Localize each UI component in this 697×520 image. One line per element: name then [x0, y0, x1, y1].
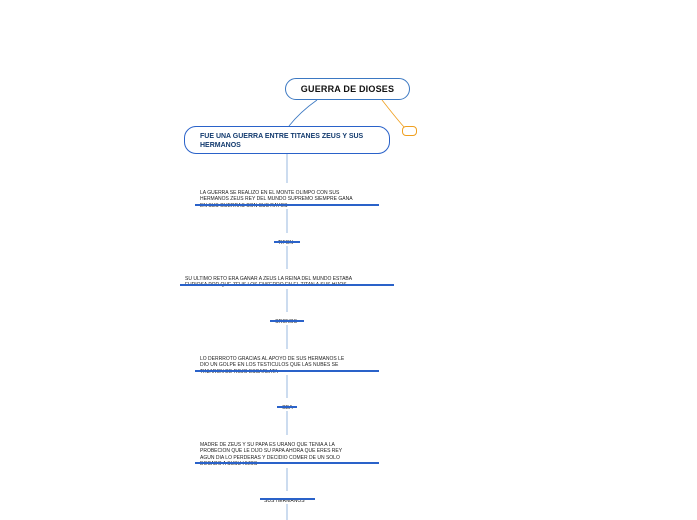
subtopic-underline [195, 462, 379, 464]
main-topic-text: FUE UNA GUERRA ENTRE TITANES ZEUS Y SUS … [200, 133, 364, 149]
subtopic-underline [260, 498, 315, 500]
subtopic-underline [270, 320, 304, 322]
subtopic-text: SUS HERMANOS [264, 497, 305, 504]
subtopic-underline [180, 284, 394, 286]
subtopic-cronos[interactable]: CRONOS [275, 312, 309, 325]
side-node[interactable] [402, 126, 417, 136]
subtopic-sus-hermanos[interactable]: SUS HERMANOS [264, 491, 320, 504]
root-to-side-connector [381, 99, 405, 128]
subtopic-underline [277, 406, 297, 408]
subtopic-underline [195, 204, 379, 206]
root-node-title: GUERRA DE DIOSES [300, 84, 395, 94]
subtopic-text: MADRE DE ZEUS Y SU PAPA ES URANO QUE TEN… [200, 441, 343, 468]
subtopic-tifon[interactable]: TIFON [278, 233, 308, 246]
main-topic-node[interactable]: FUE UNA GUERRA ENTRE TITANES ZEUS Y SUS … [184, 126, 390, 154]
subtopic-text: SU ULTIMO RETO ERA GANAR A ZEUS LA REINA… [185, 275, 353, 289]
root-node[interactable]: GUERRA DE DIOSES [285, 78, 410, 100]
subtopic-underline [274, 241, 300, 243]
subtopic-underline [195, 370, 379, 372]
root-to-main-connector [288, 99, 318, 127]
subtopic-gea[interactable]: GEA [282, 398, 302, 411]
